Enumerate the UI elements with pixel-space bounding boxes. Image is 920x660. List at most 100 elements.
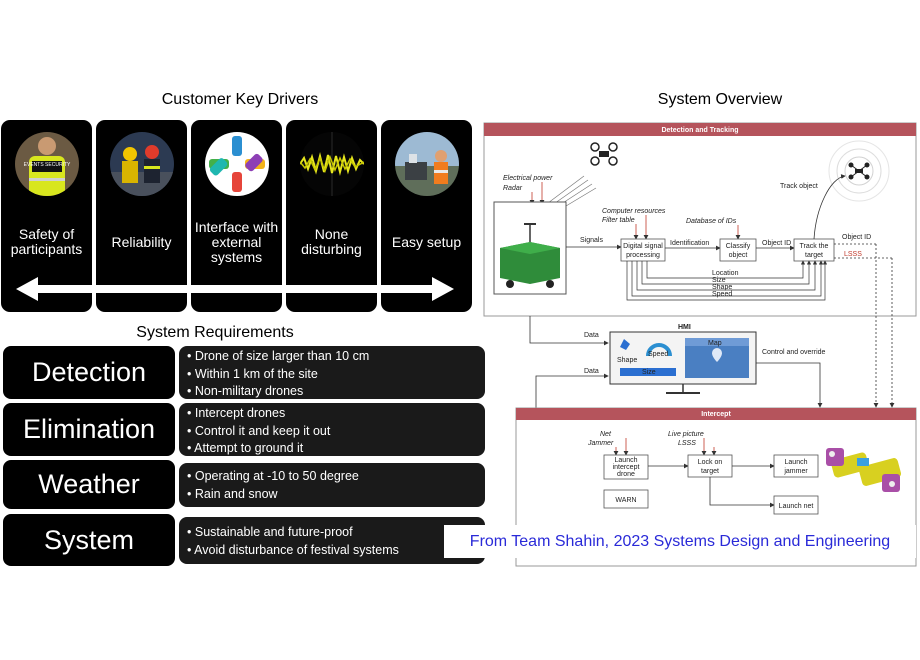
target-drone-icon: [828, 140, 890, 202]
requirement-item: Sustainable and future-proof: [194, 525, 353, 539]
hmi-shape-label: Shape: [617, 357, 637, 364]
credit-text: From Team Shahin, 2023 Systems Design an…: [444, 525, 916, 558]
requirements-title: System Requirements: [136, 324, 294, 341]
requirement-item: Attempt to ground it: [194, 441, 304, 455]
driver-card-setup: Easy setup: [381, 120, 472, 312]
rescue-workers-photo: [110, 132, 174, 196]
speed-gauge-icon: [646, 343, 672, 357]
launch-jammer-line1: Launch: [785, 459, 808, 466]
intercept-header: Intercept: [701, 411, 731, 418]
requirement-item: Drone of size larger than 10 cm: [194, 349, 370, 363]
map-pin-icon: [712, 348, 722, 362]
size-bar: [620, 368, 676, 376]
feedback-size: Size: [712, 277, 726, 284]
puzzle-photo: [205, 132, 269, 196]
data-label-2: Data: [584, 368, 599, 375]
launch-drone-line2: intercept: [613, 464, 640, 471]
driver-label: None disturbing: [301, 226, 362, 257]
requirement-item: Control it and keep it out: [194, 423, 331, 438]
computer-resources-label: Computer resources: [602, 208, 666, 215]
requirement-name: Detection: [3, 346, 175, 399]
driver-card-safety: EVENTS SECURITY Safety of participants: [1, 120, 92, 312]
drivers-title: Customer Key Drivers: [161, 91, 319, 108]
interceptor-drone-icon: [826, 448, 902, 492]
hmi-speed-label: Speed: [648, 351, 668, 358]
object-id-label: Object ID: [762, 240, 791, 247]
launch-jammer-box: [773, 454, 819, 478]
classify-box-line1: Classify: [726, 243, 751, 250]
track-object-label: Track object: [780, 183, 818, 190]
intercept-header-bar: [516, 408, 916, 420]
driver-card-reliability: Reliability: [96, 120, 187, 312]
hmi-map-label: Map: [708, 340, 722, 347]
launch-drone-line3: drone: [617, 471, 635, 478]
requirement-name: Elimination: [3, 403, 175, 456]
hmi-label: HMI: [678, 324, 691, 331]
live-picture-label: Live picture: [668, 431, 704, 438]
requirement-items: • Operating at -10 to 50 degree • Rain a…: [179, 463, 485, 507]
double-arrow-icon: [16, 277, 454, 301]
jammer-label: Jammer: [587, 440, 614, 447]
launch-net-box: [773, 495, 819, 515]
control-override-label: Control and override: [762, 349, 826, 356]
radar-trailer-icon: [500, 223, 560, 288]
lock-box-line2: target: [701, 468, 719, 475]
detection-header: Detection and Tracking: [661, 127, 738, 134]
driver-label: Reliability: [111, 233, 172, 250]
data-label-1: Data: [584, 332, 599, 339]
lock-box-line1: Lock on: [698, 459, 723, 466]
launch-net-label: Launch net: [779, 503, 814, 510]
requirement-name: Weather: [3, 460, 175, 509]
track-box-line2: target: [805, 252, 823, 259]
drone-icon: [590, 142, 618, 166]
lsss-top-label: LSSS: [844, 251, 862, 258]
requirement-items: • Drone of size larger than 10 cm • With…: [179, 346, 485, 399]
requirement-item: Avoid disturbance of festival systems: [194, 542, 399, 557]
shape-icon: [620, 339, 630, 350]
detection-header-bar: [484, 123, 916, 136]
driver-card-interface: Interface with external systems: [191, 120, 282, 312]
feedback-speed: Speed: [712, 291, 732, 298]
requirement-item: Within 1 km of the site: [194, 366, 318, 381]
feedback-shape: Shape: [712, 284, 732, 291]
driver-card-nondisturbing: None disturbing: [286, 120, 377, 312]
filter-table-label: Filter table: [602, 217, 635, 224]
warn-box: [603, 489, 649, 509]
dsp-box-line2: processing: [626, 252, 660, 259]
safety-photo: EVENTS SECURITY: [15, 132, 79, 196]
requirement-name: System: [3, 514, 175, 566]
overview-title: System Overview: [657, 91, 783, 108]
system-overview-diagram: Detection and Tracking Electrical power …: [483, 122, 917, 567]
requirement-items: • Sustainable and future-proof • Avoid d…: [179, 517, 485, 564]
requirement-item: Non-military drones: [194, 384, 304, 398]
dsp-box-line1: Digital signal: [623, 243, 663, 250]
electrical-power-label: Electrical power: [503, 175, 553, 182]
dsp-box: [620, 238, 666, 262]
driver-label: Safety of participants: [10, 226, 83, 257]
signal-wave-image: [300, 132, 364, 196]
hmi-size-label: Size: [642, 369, 656, 376]
radar-label: Radar: [503, 185, 523, 192]
launch-jammer-line2: jammer: [783, 468, 808, 475]
classify-box: [719, 238, 757, 262]
requirement-item: Intercept drones: [194, 406, 286, 420]
launch-drone-line1: Launch: [615, 457, 638, 464]
database-ids-label: Database of IDs: [686, 218, 737, 225]
identification-label: Identification: [670, 240, 709, 247]
warn-label: WARN: [615, 497, 636, 504]
requirement-items: • Intercept drones • Control it and keep…: [179, 403, 485, 456]
feedback-location: Location: [712, 270, 739, 277]
object-id-right-label: Object ID: [842, 234, 871, 241]
driver-label: Easy setup: [391, 233, 462, 250]
badge-text: EVENTS SECURITY: [24, 162, 71, 168]
launch-drone-box: [603, 454, 649, 480]
field-setup-photo: [395, 132, 459, 196]
net-label: Net: [600, 431, 612, 438]
track-box-line1: Track the: [800, 243, 829, 250]
signals-label: Signals: [580, 237, 603, 244]
requirement-item: Rain and snow: [194, 486, 278, 501]
lsss-bottom-label: LSSS: [678, 440, 696, 447]
requirement-item: Operating at -10 to 50 degree: [194, 469, 359, 483]
classify-box-line2: object: [729, 252, 748, 259]
driver-label: Interface with external systems: [194, 218, 279, 265]
